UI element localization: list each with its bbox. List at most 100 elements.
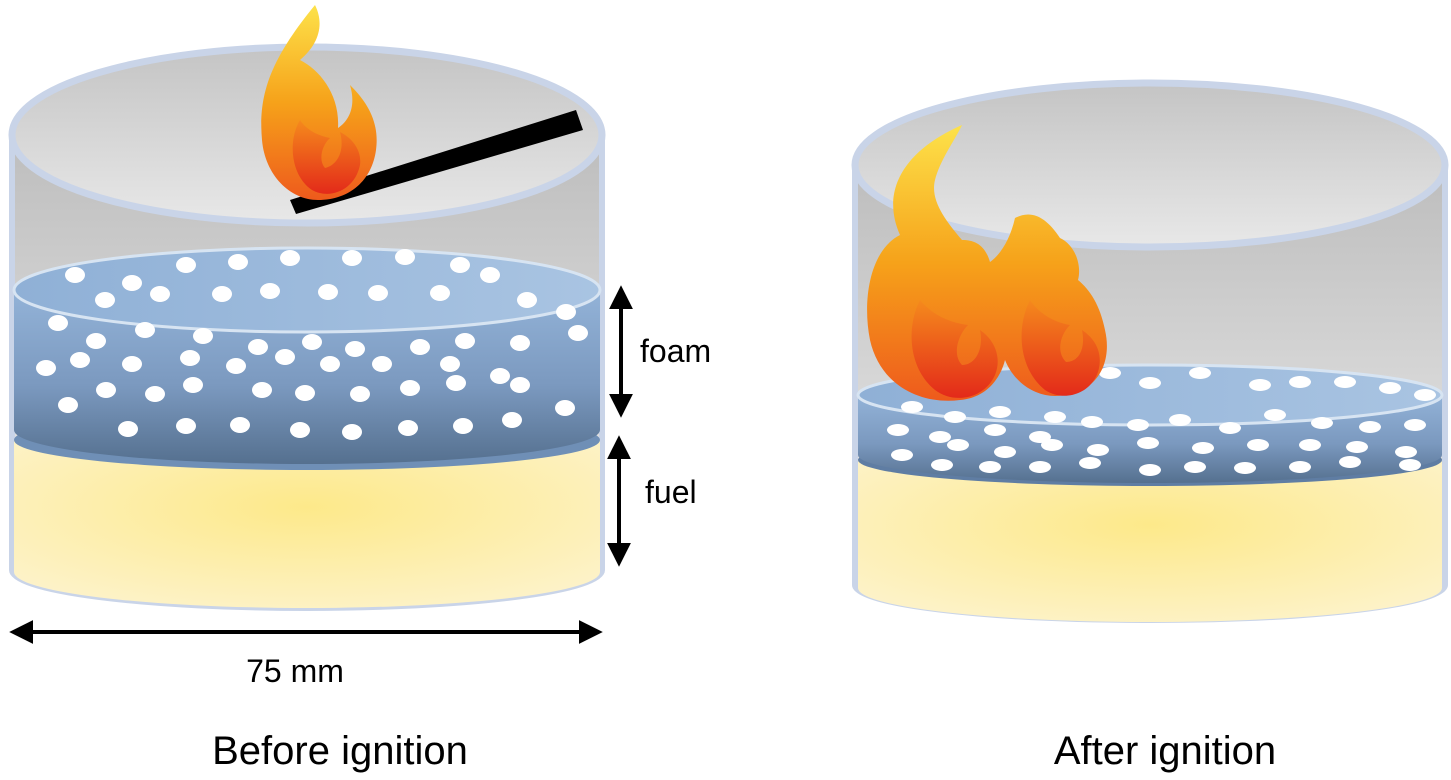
foam-bubble [994,446,1016,458]
caption-after: After ignition [1054,729,1276,773]
foam-bubble [1219,422,1241,434]
foam-bubble [302,334,322,350]
foam-bubble [931,459,953,471]
diameter-label: 75 mm [246,653,344,689]
foam-bubble [1264,409,1286,421]
foam-bubble [252,382,272,398]
foam-bubble [230,417,250,433]
match-stick [290,110,583,214]
foam-bubble [65,267,85,283]
foam-bubble [280,250,300,266]
foam-bubble [48,315,68,331]
foam-bubble [183,377,203,393]
foam-bubble [36,360,56,376]
foam-bubble [901,401,923,413]
foam-bubble [1289,376,1311,388]
diameter-indicator: 75 mm [9,620,603,689]
foam-bubble [1192,442,1214,454]
foam-bubble [430,285,450,301]
foam-bubble [1247,439,1269,451]
foam-bubble [1184,461,1206,473]
foam-bubble [226,358,246,374]
foam-bubble [1189,367,1211,379]
foam-bubble [122,356,142,372]
foam-bubble [1404,419,1426,431]
foam-bubble [1395,446,1417,458]
foam-bubble [248,339,268,355]
foam-bubble [1127,419,1149,431]
foam-bubble [455,333,475,349]
foam-bubble [989,406,1011,418]
foam-bubble [1139,464,1161,476]
foam-bubble [1289,461,1311,473]
foam-bubble [176,418,196,434]
container-before [8,43,606,611]
foam-bubble [395,249,415,265]
foam-bubble [1137,437,1159,449]
foam-bubble [1087,444,1109,456]
foam-bubble [1079,457,1101,469]
foam-bubble [440,356,460,372]
container-after-rim [851,79,1449,251]
container-after-inner [855,83,1445,247]
foam-bubble [1339,456,1361,468]
foam-bubble [290,422,310,438]
foam-bubble [480,267,500,283]
foam-bubble [96,382,116,398]
foam-bubble [1081,416,1103,428]
foam-bubble [1414,389,1436,401]
fuel-label: fuel [645,474,697,510]
foam-bubble [368,285,388,301]
foam-bubbles-before [36,249,588,440]
match-flame [261,5,583,214]
foam-bubble [453,418,473,434]
foam-bubble [517,292,537,308]
foam-bubble [1249,379,1271,391]
foam-bubble [345,341,365,357]
foam-height-indicator: foam [609,285,711,418]
foam-bubble [260,283,280,299]
foam-bubble [1346,441,1368,453]
foam-bubble [1299,439,1321,451]
foam-bubbles-after [887,367,1436,476]
foam-bubble [398,420,418,436]
foam-bubble [228,254,248,270]
foam-bubble [556,304,576,320]
foam-bubble [318,284,338,300]
foam-bubble [502,412,522,428]
foam-bubble [145,386,165,402]
foam-bubble [1099,367,1121,379]
foam-bubble [118,421,138,437]
container-after [851,79,1449,623]
foam-bubble [342,424,362,440]
foam-bubble [1311,417,1333,429]
foam-layer-before [12,246,602,464]
foam-bubble [1041,439,1063,451]
foam-bubble [555,400,575,416]
foam-bubble [929,431,951,443]
foam-bubble [979,461,1001,473]
foam-bubble [1139,377,1161,389]
foam-bubble [212,286,232,302]
foam-bubble [1029,431,1051,443]
foam-bubble [1029,461,1051,473]
foam-bubble [342,250,362,266]
foam-bubble [510,377,530,393]
foam-bubble [1044,411,1066,423]
flame-icon [261,5,377,200]
foam-bubble [372,356,392,372]
foam-bubble [490,368,510,384]
foam-bubble [275,349,295,365]
foam-bubble [450,257,470,273]
foam-bubble [58,397,78,413]
foam-bubble [1234,462,1256,474]
caption-before: Before ignition [212,729,468,773]
foam-bubble [180,350,200,366]
foam-bubble [295,385,315,401]
foam-bubble [320,356,340,372]
foam-bubble [1399,459,1421,471]
foam-bubble [400,380,420,396]
foam-bubble [122,275,142,291]
foam-bubble [150,286,170,302]
